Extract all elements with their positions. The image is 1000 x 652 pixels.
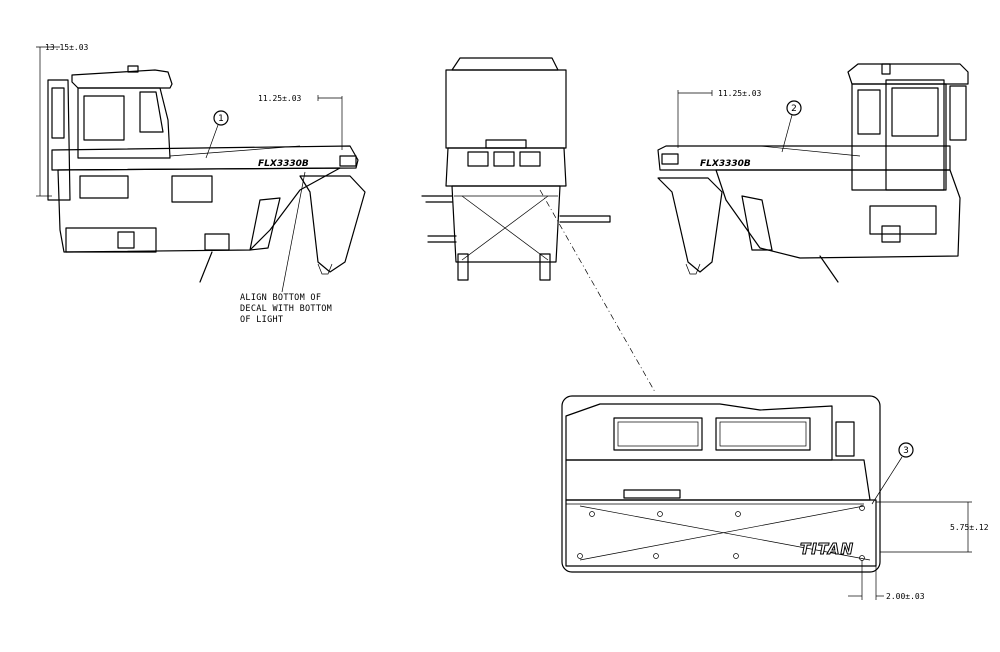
svg-text:2: 2 xyxy=(791,104,797,114)
tail-light-left xyxy=(339,155,357,167)
front-guard-left xyxy=(299,175,366,273)
detail-horizontal-dim-label: 2.00±.03 xyxy=(886,592,925,601)
callout-1 xyxy=(213,110,229,126)
lower-body-right xyxy=(715,169,961,259)
callout-3 xyxy=(898,442,914,458)
cab-window xyxy=(83,95,125,141)
lower-body xyxy=(57,167,341,253)
model-decal-right: FLX3330B xyxy=(700,159,751,169)
cab-roof-right xyxy=(847,63,969,85)
left-side-view: 13.15±.03 FLX3330B 11.25±.03 xyxy=(36,43,366,325)
detail-leader xyxy=(539,189,656,393)
titan-decal: TITAN xyxy=(800,540,854,558)
offset-dim-label-right: 11.25±.03 xyxy=(718,89,762,98)
rear-view xyxy=(421,57,656,393)
upper-body xyxy=(51,145,359,171)
front-guard-right xyxy=(657,177,723,273)
note-line-2: DECAL WITH BOTTOM xyxy=(240,304,332,314)
rear-panel xyxy=(451,185,561,263)
cab-roof xyxy=(71,69,173,89)
note-line-1: ALIGN BOTTOM OF xyxy=(240,293,321,303)
model-decal-left: FLX3330B xyxy=(258,159,309,169)
detail-view: TITAN 3 5.75±.12 2.00±.03 xyxy=(561,395,989,601)
note-line-3: OF LIGHT xyxy=(240,315,283,325)
cab-body xyxy=(77,87,171,159)
note-leader xyxy=(281,171,306,293)
callout-2 xyxy=(786,100,802,116)
tail-light-right xyxy=(661,153,679,165)
upper-body-right xyxy=(657,145,951,171)
cab-body-right xyxy=(851,83,947,191)
svg-text:1: 1 xyxy=(218,114,224,124)
detail-window-2 xyxy=(715,417,811,451)
offset-dim-label-left: 11.25±.03 xyxy=(258,94,302,103)
svg-text:3: 3 xyxy=(903,446,909,456)
detail-frame xyxy=(561,395,881,573)
rear-cab xyxy=(445,69,567,149)
detail-window-1 xyxy=(613,417,703,451)
height-dim-label: 13.15±.03 xyxy=(45,43,89,52)
rear-roof xyxy=(451,57,559,71)
detail-vertical-dim-label: 5.75±.12 xyxy=(950,523,989,532)
cab-door-right xyxy=(885,79,945,191)
right-side-view: 11.25±.03 FLX3330B 2 xyxy=(657,63,969,283)
